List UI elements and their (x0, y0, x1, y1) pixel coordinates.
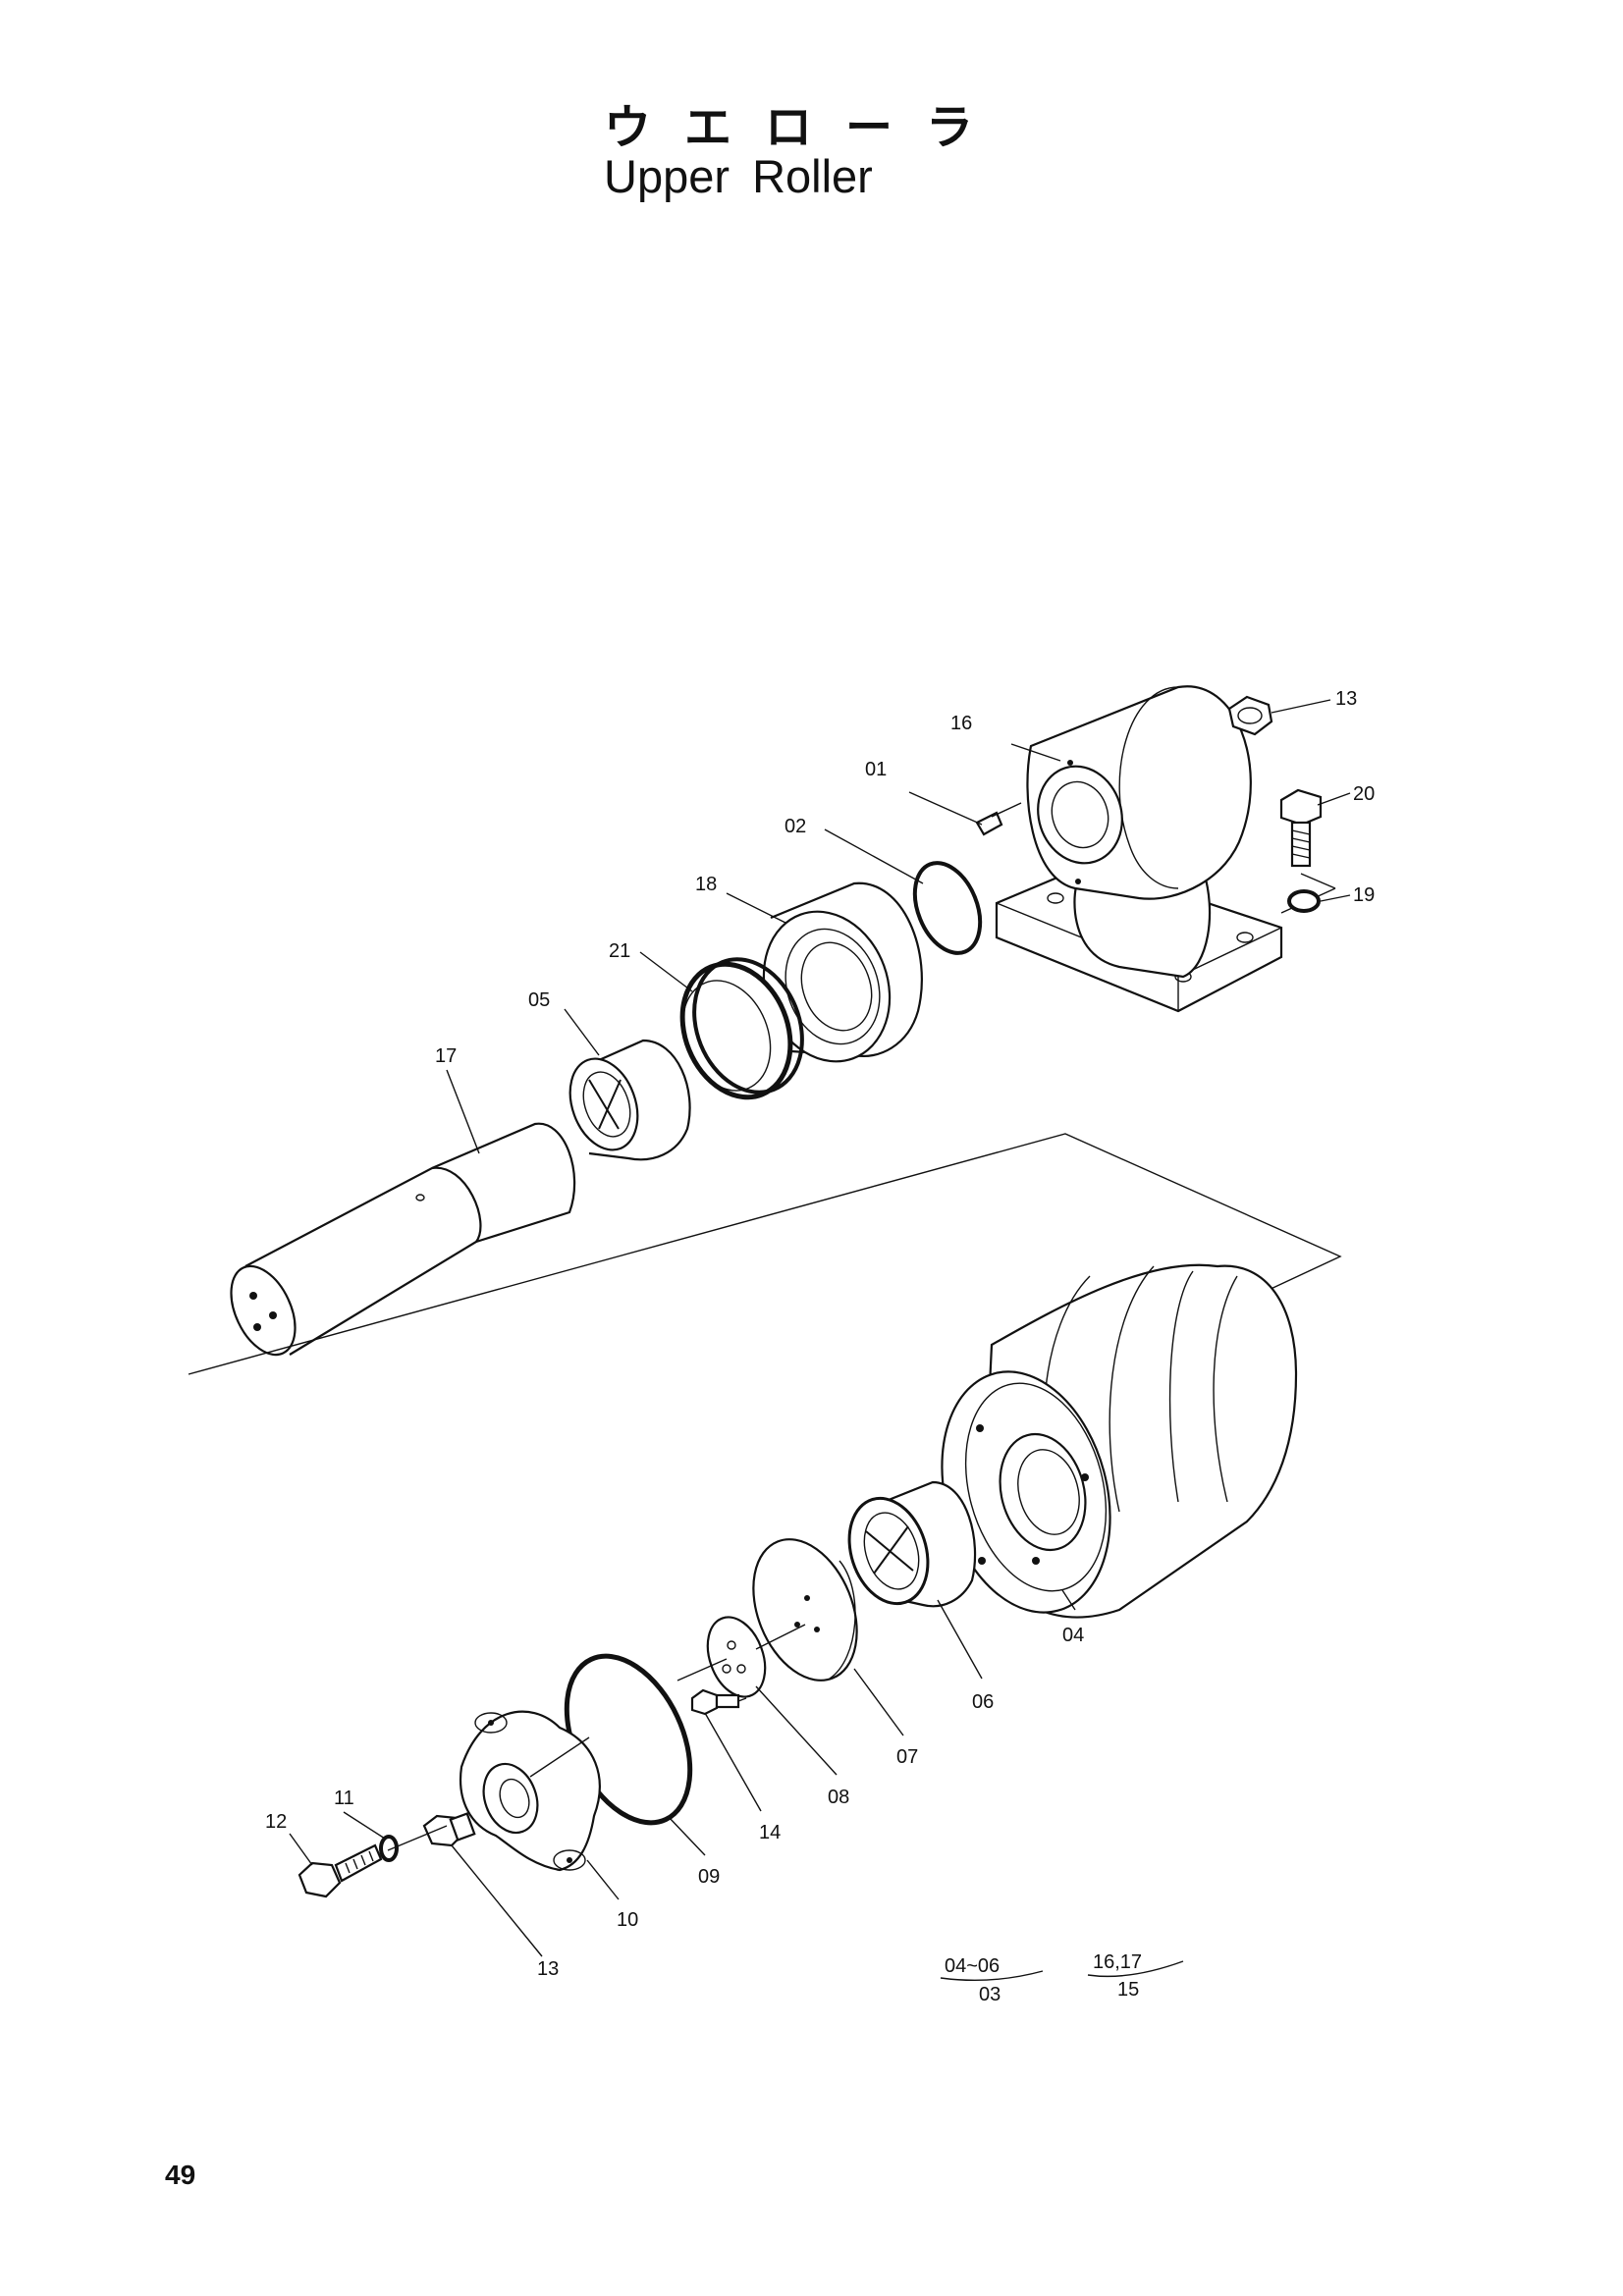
bracket-16 (995, 685, 1283, 1013)
o-ring-02 (912, 861, 983, 955)
bolt-12 (298, 1843, 383, 1898)
shaft-17 (230, 1122, 576, 1357)
cover-10 (459, 1710, 601, 1872)
callout-11: 11 (334, 1788, 354, 1809)
seal-housing-18 (762, 881, 923, 1063)
page-number: 49 (165, 2160, 196, 2190)
callout-10: 10 (617, 1909, 638, 1931)
assembly-note-2-top: 16,17 (1093, 1951, 1142, 1973)
callout-08: 08 (828, 1787, 849, 1808)
callout-17: 17 (435, 1045, 457, 1067)
title-english: Upper Roller (604, 150, 873, 202)
callout-06: 06 (972, 1691, 994, 1713)
washer-19 (1287, 889, 1321, 913)
callout-04: 04 (1062, 1625, 1084, 1646)
assembly-note-1-top: 04~06 (945, 1955, 1000, 1977)
title-japanese: ウエローラ (604, 100, 1007, 155)
pin-01 (975, 802, 1022, 836)
roller-body-04 (941, 1263, 1298, 1619)
assembly-note-1: 04~06 03 (940, 1955, 1044, 2005)
nut-13-upper (1227, 695, 1273, 736)
bushing-05 (568, 1039, 691, 1161)
plug-13-lower (422, 1812, 476, 1847)
callout-20: 20 (1353, 783, 1375, 805)
upper-assembly-boundary (188, 1133, 1342, 1375)
callout-05: 05 (528, 989, 550, 1011)
plate-08 (706, 1616, 806, 1698)
bolt-20 (1279, 788, 1323, 868)
bushing-06 (847, 1480, 977, 1608)
callout-13-lower: 13 (537, 1958, 559, 1980)
callout-09: 09 (698, 1866, 720, 1888)
assembly-note-2-bottom: 15 (1117, 1979, 1139, 2001)
washer-11 (379, 1835, 399, 1862)
callout-21: 21 (609, 940, 630, 962)
bolt-14 (690, 1688, 747, 1716)
callout-01: 01 (865, 759, 887, 780)
floating-seal-21 (679, 957, 804, 1100)
callout-19: 19 (1353, 884, 1375, 906)
callout-16: 16 (950, 713, 972, 734)
assembly-note-2: 16,17 15 (1087, 1951, 1184, 2001)
callout-14: 14 (759, 1822, 781, 1843)
leader-lines (289, 699, 1351, 1957)
callout-18: 18 (695, 874, 717, 895)
callout-13-upper: 13 (1335, 688, 1357, 710)
callout-02: 02 (784, 816, 806, 837)
callout-07: 07 (896, 1746, 918, 1768)
assembly-note-1-bottom: 03 (979, 1984, 1001, 2005)
callout-12: 12 (265, 1811, 287, 1833)
thrust-plate-07 (752, 1538, 858, 1682)
